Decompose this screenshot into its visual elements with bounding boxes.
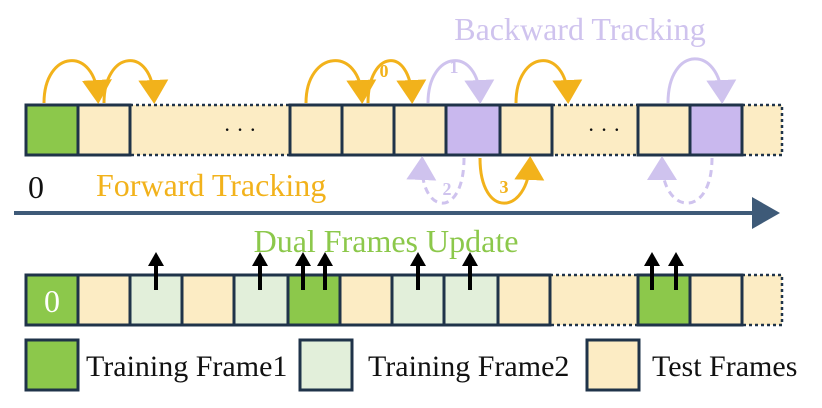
top-gap-outline-1	[128, 103, 292, 157]
backward-arc-top-2	[666, 57, 737, 104]
top-frame-test-e	[636, 103, 692, 157]
update-arrow-3	[295, 252, 311, 290]
step-0-label: 0	[380, 61, 389, 81]
update-arrow-1	[148, 252, 164, 290]
bottom-frame-0-training1	[24, 273, 80, 327]
top-frame-test-a	[288, 103, 344, 157]
bottom-tail-outline	[740, 273, 784, 327]
bottom-frame-training1-3	[636, 273, 692, 327]
backward-tracking-label: Backward Tracking	[454, 11, 706, 47]
bottom-frame-test-4	[496, 273, 552, 327]
update-arrow-2	[252, 252, 268, 290]
top-frame-test-c	[392, 103, 448, 157]
bottom-frame-test-1	[76, 273, 132, 327]
update-arrows	[148, 252, 684, 290]
top-frame-test-d	[498, 103, 554, 157]
forward-arcs-top	[42, 59, 583, 104]
dual-frames-update-label: Dual Frames Update	[254, 223, 519, 259]
forward-arc-2	[102, 59, 169, 104]
top-tail-outline	[740, 103, 784, 157]
top-frame-1-test	[76, 103, 132, 157]
bottom-frame-test-2	[180, 273, 236, 327]
forward-arc-1	[42, 59, 112, 104]
update-arrow-4	[317, 252, 333, 290]
below-row-arcs	[406, 156, 714, 205]
forward-arc-3	[304, 59, 377, 104]
time-zero-label: 0	[28, 169, 44, 205]
update-arrow-7	[644, 252, 660, 290]
top-frame-test-b	[340, 103, 396, 157]
top-row: · · · · · ·	[24, 103, 784, 157]
update-arrow-5	[410, 252, 426, 290]
legend-swatch-training2	[298, 338, 354, 392]
backward-arc-below-2	[647, 156, 714, 205]
bottom-frame-test-3	[338, 273, 394, 327]
legend-swatch-training1	[24, 338, 80, 392]
backward-arcs-top	[426, 57, 737, 104]
step-1-label: 1	[450, 57, 459, 77]
backward-arc-top-1	[426, 59, 495, 104]
top-ellipsis-1: · · ·	[224, 117, 257, 142]
step-3-label: 3	[500, 177, 509, 197]
legend-label-training2: Training Frame2	[368, 350, 569, 383]
bottom-frame-training1-2	[286, 273, 342, 327]
bottom-frame-test-5	[688, 273, 744, 327]
legend-label-test: Test Frames	[652, 350, 797, 383]
step-2-label: 2	[443, 179, 452, 199]
top-frame-0-training1	[24, 103, 80, 157]
legend: Training Frame1 Training Frame2 Test Fra…	[24, 338, 797, 392]
legend-swatch-test	[585, 338, 641, 392]
top-frame-backward-b	[688, 103, 744, 157]
forward-tracking-label: Forward Tracking	[96, 167, 326, 203]
top-ellipsis-2: · · ·	[588, 117, 621, 142]
backward-arc-below-1	[406, 156, 466, 205]
bottom-frame-0-label: 0	[44, 283, 60, 319]
forward-arc-5	[514, 59, 583, 104]
update-arrow-8	[668, 252, 684, 290]
bottom-row: 0	[24, 273, 784, 327]
bottom-gap-outline	[548, 273, 640, 327]
forward-arc-below-1	[478, 156, 545, 205]
forward-arc-4	[366, 59, 427, 104]
top-frame-backward-a	[444, 103, 502, 157]
update-arrow-6	[462, 252, 478, 290]
legend-label-training1: Training Frame1	[86, 350, 287, 383]
